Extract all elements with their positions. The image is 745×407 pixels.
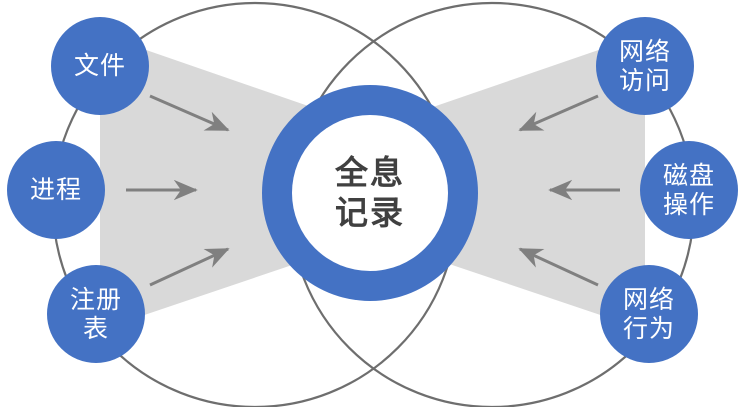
node-network-access-label-line1: 网络 — [618, 36, 671, 66]
node-network-behavior[interactable]: 网络 行为 — [600, 265, 698, 363]
node-network-behavior-label-line1: 网络 — [622, 284, 675, 314]
center-node-inner: 全息 记录 — [292, 115, 448, 271]
node-network-behavior-label-line2: 行为 — [622, 314, 675, 343]
arrow-registry-to-center — [149, 247, 230, 287]
node-file-label-line1: 文件 — [73, 51, 126, 81]
center-node-label-line2: 记录 — [335, 193, 405, 232]
center-node-label-line1: 全息 — [335, 153, 405, 193]
node-process-label-line1: 进程 — [29, 175, 82, 205]
node-network-access[interactable]: 网络 访问 — [596, 17, 694, 115]
node-network-access-label-line2: 访问 — [618, 66, 671, 95]
node-process[interactable]: 进程 — [7, 141, 105, 239]
node-disk-operation-label-line1: 磁盘 — [662, 160, 715, 190]
arrow-file-to-center — [149, 94, 230, 132]
node-registry-label-line2: 表 — [82, 314, 109, 343]
node-disk-operation-label-line2: 操作 — [662, 190, 715, 219]
node-disk-operation[interactable]: 磁盘 操作 — [640, 141, 738, 239]
arrow-network-access-to-center — [518, 94, 599, 132]
node-file[interactable]: 文件 — [51, 17, 149, 115]
center-node-holographic-record[interactable]: 全息 记录 — [262, 85, 478, 301]
node-registry[interactable]: 注册 表 — [47, 265, 145, 363]
arrow-network-behavior-to-center — [518, 247, 599, 287]
node-registry-label-line1: 注册 — [69, 284, 122, 314]
